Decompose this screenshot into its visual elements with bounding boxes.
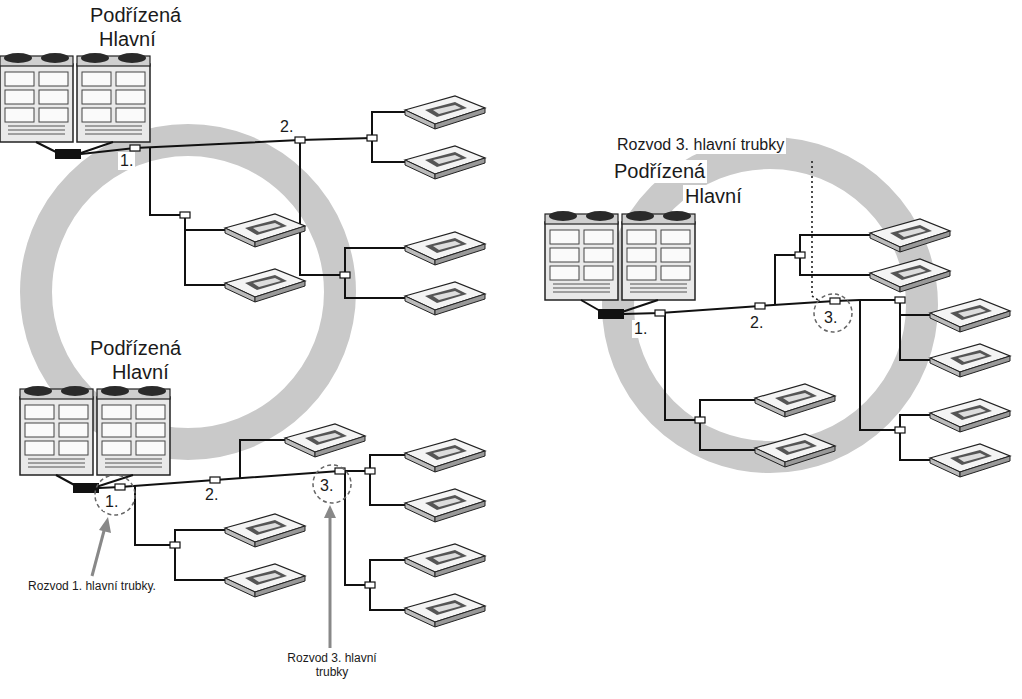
outdoor-unit [0,53,695,475]
callout-number: 1. [103,493,120,511]
branch-joint [170,542,180,548]
callout-number: 3. [822,309,839,327]
indoor-cassette [405,544,485,577]
branch-joint [755,303,765,309]
refrigerant-pipe [300,140,405,298]
branch-joint [695,417,705,423]
indoor-cassette [405,96,485,129]
leader-line [324,505,336,518]
branch-joint [795,252,805,258]
branch-joint [655,310,665,316]
branch-joint [115,484,125,490]
indoor-cassette [285,424,365,457]
leader-line [92,161,818,648]
indoor-cassette [225,564,305,597]
refrigerant-pipe [860,300,930,360]
unit-label: Hlavní [97,28,158,51]
indoor-cassette [225,96,1010,627]
unit-label: Podřízená [612,160,707,183]
callout-number: 1. [118,152,135,170]
callout-note: Rozvod 3. hlavní trubky [275,652,389,680]
branch-joint [830,298,840,304]
leader-line [812,161,818,300]
refrigerant-pipe [665,313,755,450]
callout-number: 2. [748,314,765,332]
branch-joint [365,582,375,588]
outdoor-unit [545,211,695,300]
branch-joint [895,297,905,303]
branch-joint [340,272,350,278]
pipe-header [55,149,81,159]
indoor-cassette [930,344,1010,377]
leader-line [99,517,111,533]
refrigerant-pipe [860,300,930,460]
refrigerant-pipe [36,112,930,610]
indoor-cassette [755,434,835,467]
indoor-cassette [405,439,485,472]
pipe-header [598,309,624,319]
branch-joint [115,135,905,588]
indoor-cassette [870,259,950,292]
indoor-cassette [930,444,1010,477]
indoor-cassette [225,214,305,247]
branch-joint [367,135,377,141]
dashed-highlight [95,294,852,515]
outdoor-unit [0,53,150,142]
branch-joint [210,477,220,483]
indoor-cassette [870,219,950,252]
indoor-cassette [405,146,485,179]
dashed-highlight [95,475,135,515]
refrigerant-pipe [135,486,225,580]
branch-joint [895,427,905,433]
branch-joint [180,212,190,218]
indoor-cassette [930,299,1010,332]
unit-label: Podřízená [88,4,183,27]
indoor-cassette [405,282,485,315]
indoor-cassette [405,489,485,522]
outdoor-unit [20,386,170,475]
callout-number: 3. [318,477,335,495]
refrigerant-pipe [340,455,405,505]
unit-label: Hlavní [683,185,744,208]
callout-number: 1. [632,320,649,338]
unit-label: Podřízená [88,337,183,360]
branch-joint [130,145,140,151]
callout-note: Rozvod 1. hlavní trubky. [25,580,159,594]
indoor-cassette [405,232,485,265]
dashed-highlight [814,294,852,332]
callout-note: Rozvod 3. hlavní trubky [615,136,786,154]
dashed-highlight [313,465,351,503]
indoor-cassette [930,399,1010,432]
grey-ring [618,153,922,457]
unit-label: Hlavní [110,361,171,384]
indoor-cassette [225,269,305,302]
leader-line [329,515,332,648]
refrigerant-pipe [345,471,405,610]
indoor-cassette [755,384,835,417]
indoor-cassette [405,594,485,627]
pipe-header [55,149,624,493]
callout-number: 2. [203,486,220,504]
refrigerant-pipe [775,235,870,305]
refrigerant-pipe [150,147,225,285]
branch-joint [365,468,375,474]
branch-joint [295,137,305,143]
callout-number: 2. [278,118,295,136]
indoor-cassette [225,514,305,547]
leader-line [92,527,105,576]
refrigerant-pipe [240,440,285,478]
